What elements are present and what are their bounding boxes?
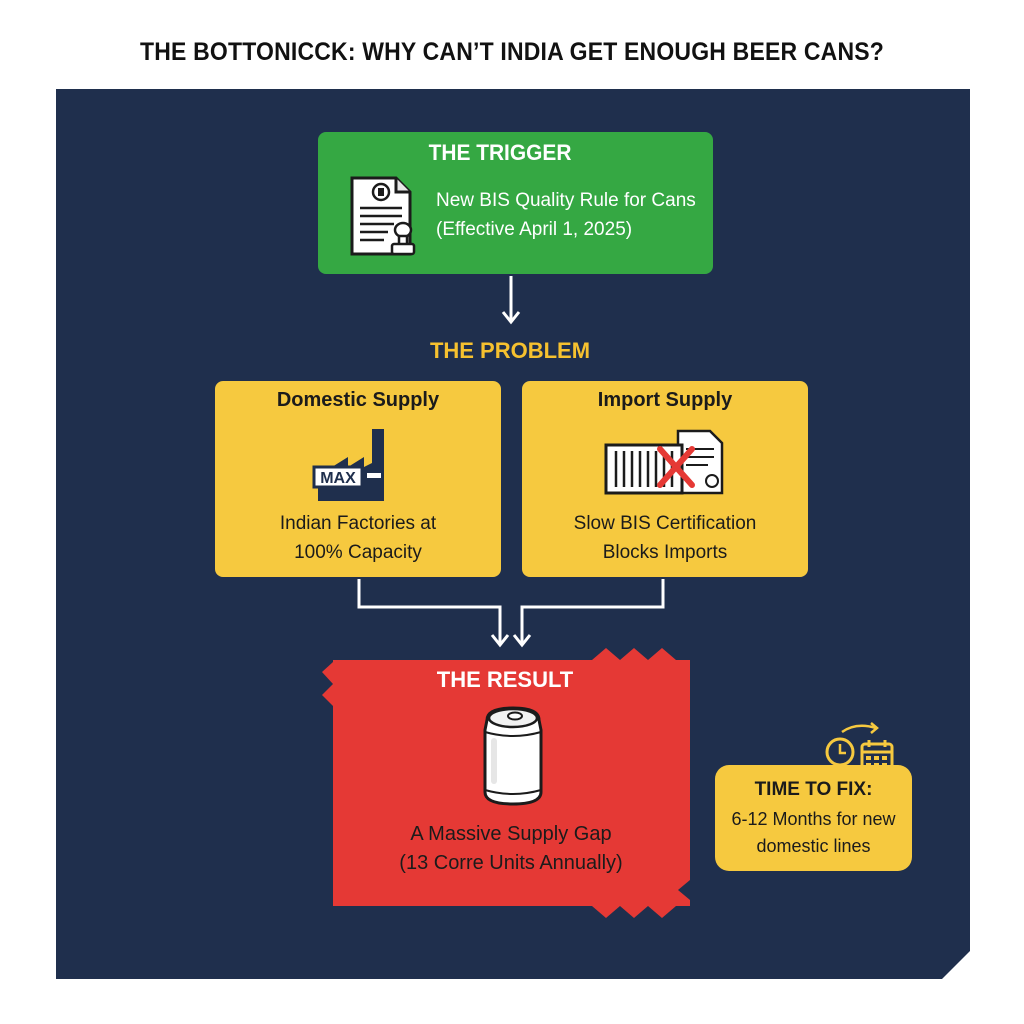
fix-line-1: 6-12 Months for new xyxy=(731,809,896,829)
fix-line-2: domestic lines xyxy=(756,836,871,856)
domestic-supply-title: Domestic Supply xyxy=(276,389,440,411)
trigger-description: New BIS Quality Rule for Cans (Effective… xyxy=(436,186,696,244)
page-curl-decoration xyxy=(942,951,970,979)
trigger-line-2: (Effective April 1, 2025) xyxy=(436,219,633,240)
domestic-line-1: Indian Factories at xyxy=(279,513,437,534)
result-description: A Massive Supply Gap (13 Corre Units Ann… xyxy=(352,820,670,878)
problem-heading: THE PROBLEM xyxy=(429,338,591,363)
import-line-1: Slow BIS Certification xyxy=(573,513,757,534)
domestic-line-2: 100% Capacity xyxy=(294,542,422,563)
trigger-heading: THE TRIGGER xyxy=(428,140,572,165)
result-line-1: A Massive Supply Gap xyxy=(410,823,612,845)
trigger-line-1: New BIS Quality Rule for Cans xyxy=(436,190,696,211)
import-supply-box: Import Supply Slow BIS Certification Blo… xyxy=(522,381,808,577)
result-line-2: (13 Corre Units Annually) xyxy=(399,852,623,874)
import-supply-description: Slow BIS Certification Blocks Imports xyxy=(522,509,808,567)
beer-can-icon xyxy=(483,706,543,806)
domestic-supply-description: Indian Factories at 100% Capacity xyxy=(215,509,501,567)
time-to-fix-box: TIME TO FIX: 6-12 Months for new domesti… xyxy=(715,765,912,871)
blocked-container-icon xyxy=(604,429,724,495)
certificate-stamp-icon xyxy=(350,176,416,256)
import-line-2: Blocks Imports xyxy=(602,542,728,563)
result-heading: THE RESULT xyxy=(436,667,574,692)
domestic-supply-box: Domestic Supply MAX Indian Factories at … xyxy=(215,381,501,577)
page-title: THE BOTTONICCK: WHY CAN’T INDIA GET ENOU… xyxy=(139,38,885,66)
factory-max-label: MAX xyxy=(320,470,356,487)
import-supply-title: Import Supply xyxy=(597,389,733,411)
time-to-fix-title: TIME TO FIX: xyxy=(754,779,873,800)
factory-icon: MAX xyxy=(312,429,384,501)
time-to-fix-description: 6-12 Months for new domestic lines xyxy=(715,806,912,860)
